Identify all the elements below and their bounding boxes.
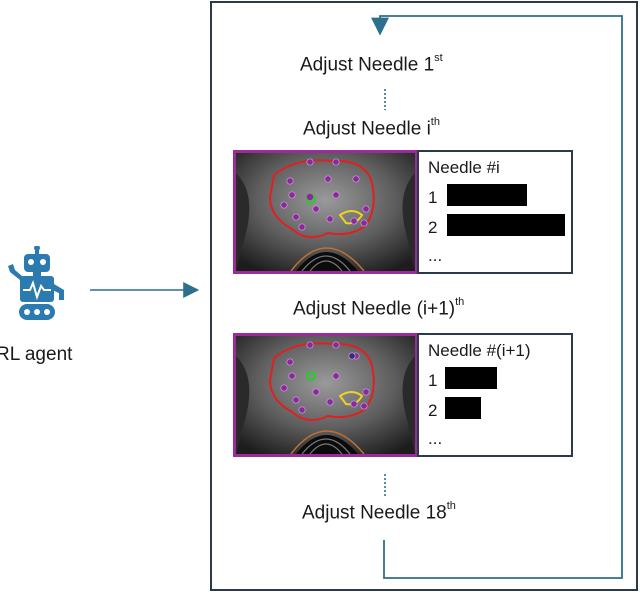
redacted-bar [445,367,497,389]
needle-panel-i: Needle #i 1 2 ... [417,150,573,274]
robot-icon [8,246,64,320]
needle-row-label: 2 [428,218,438,237]
needle-row-label: 1 [428,371,438,390]
agent-label: RL agent [0,344,73,365]
needle-more-ellipsis: ... [428,246,443,265]
needle-row-label: 2 [428,401,438,420]
redacted-bar [447,214,565,236]
needle-panel-title: Needle #i [428,158,500,177]
redacted-bar [447,184,527,206]
step-ith-label: Adjust Needle ith [303,116,440,140]
needle-panel-title: Needle #(i+1) [428,341,531,360]
redacted-bar [445,397,481,419]
step-first-label: Adjust Needle 1st [300,52,443,76]
needle-panel-i-plus-1: Needle #(i+1) 1 2 ... [417,333,573,457]
ultrasound-image [233,150,418,274]
feedback-loop-arrow [371,15,623,579]
needle-more-ellipsis: ... [428,429,443,448]
loop-frame [210,1,638,591]
step-next-label: Adjust Needle (i+1)th [293,296,465,320]
needle-row-label: 1 [428,188,438,207]
ultrasound-image [233,333,418,457]
step-last-label: Adjust Needle 18th [302,500,456,524]
